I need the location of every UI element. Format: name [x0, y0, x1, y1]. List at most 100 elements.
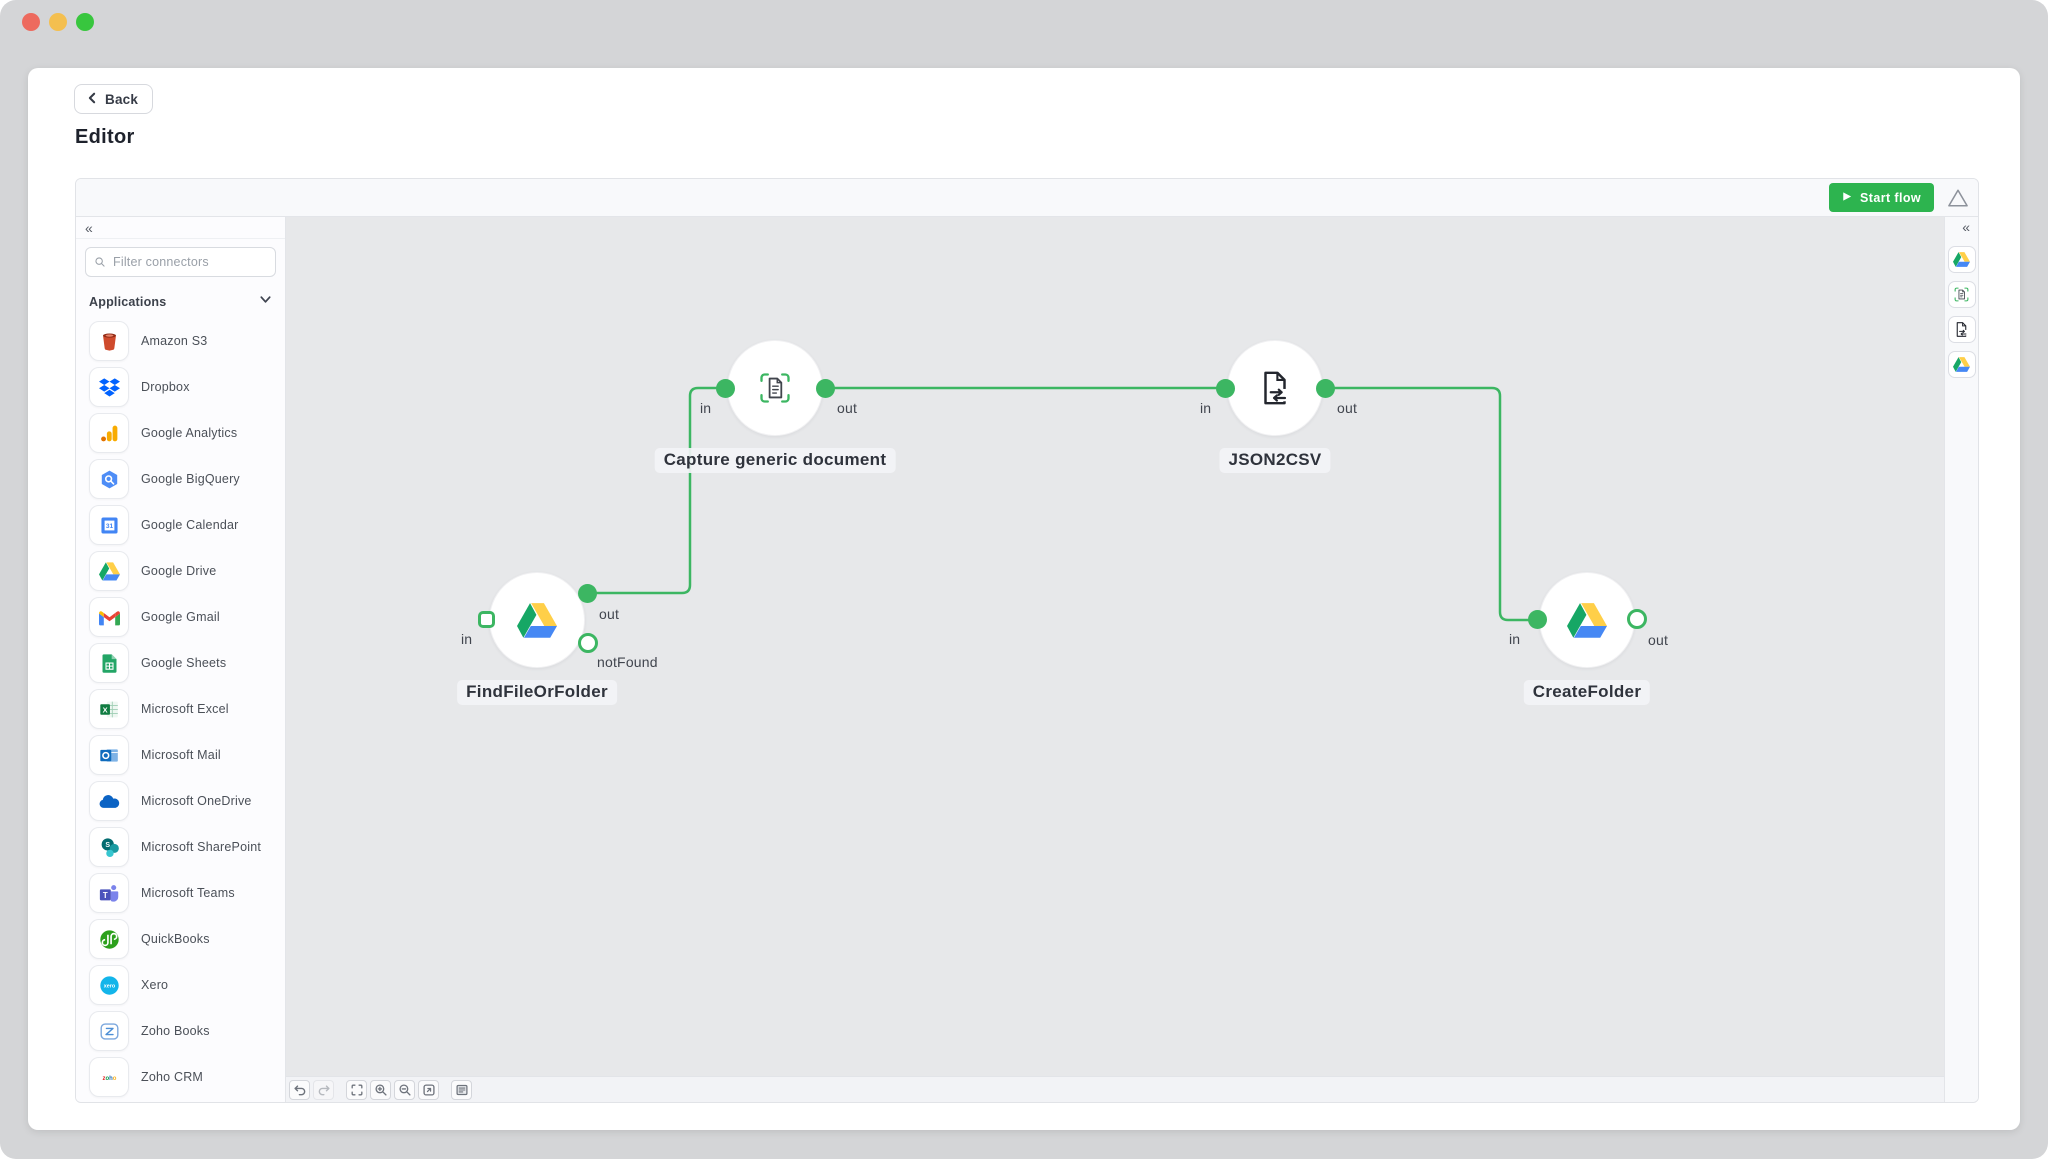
close-window-button[interactable] [22, 13, 40, 31]
collapse-right-icon: « [1962, 219, 1970, 235]
port-label-out: out [599, 606, 620, 622]
search-input[interactable] [85, 247, 276, 277]
google-bigquery-icon [99, 469, 120, 490]
zoom-in-icon [374, 1083, 388, 1097]
sidebar-item-label: Microsoft Teams [141, 886, 235, 900]
resize-button[interactable] [418, 1079, 439, 1100]
google-drive-icon [1567, 602, 1607, 638]
sidebar-item-microsoft-teams[interactable]: T Microsoft Teams [76, 870, 285, 916]
capture-document-icon [1953, 286, 1970, 303]
node-title: CreateFolder [1523, 680, 1651, 705]
sidebar-item-google-calendar[interactable]: 31 Google Calendar [76, 502, 285, 548]
sidebar-item-amazon-s3[interactable]: Amazon S3 [76, 318, 285, 364]
sidebar-item-google-gmail[interactable]: Google Gmail [76, 594, 285, 640]
sidebar-item-xero[interactable]: xero Xero [76, 962, 285, 1008]
google-drive-icon [1953, 251, 1970, 268]
node-title: FindFileOrFolder [457, 680, 617, 705]
minimize-window-button[interactable] [49, 13, 67, 31]
port-out[interactable] [1315, 378, 1335, 398]
port-in[interactable] [1527, 609, 1547, 629]
back-button[interactable]: Back [74, 84, 154, 114]
microsoft-teams-icon: T [99, 883, 120, 904]
minimap-icon [455, 1083, 469, 1097]
window-controls [22, 13, 94, 31]
page-title: Editor [75, 126, 135, 148]
json2csv-icon [1256, 369, 1294, 407]
sidebar-item-microsoft-onedrive[interactable]: Microsoft OneDrive [76, 778, 285, 824]
panel-connector-google-drive-button[interactable] [1947, 246, 1976, 273]
port-out[interactable] [815, 378, 835, 398]
port-label-in: in [1200, 400, 1212, 416]
amazon-s3-icon [99, 331, 120, 352]
undo-button[interactable] [289, 1079, 310, 1100]
sidebar-item-quickbooks[interactable]: QuickBooks [76, 916, 285, 962]
zoom-window-button[interactable] [76, 13, 94, 31]
zoom-out-button[interactable] [394, 1079, 415, 1100]
chevron-down-icon [259, 293, 272, 311]
sidebar-item-label: Zoho CRM [141, 1070, 204, 1084]
sidebar-item-label: Google Gmail [141, 610, 220, 624]
start-flow-label: Start flow [1860, 190, 1921, 205]
port-label-out: out [1337, 400, 1358, 416]
applications-section-header[interactable]: Applications [76, 283, 285, 318]
sidebar-item-label: Microsoft Mail [141, 748, 221, 762]
panel-connector-json2csv-button[interactable] [1947, 316, 1976, 343]
port-out[interactable] [577, 583, 597, 603]
sidebar-item-google-sheets[interactable]: Google Sheets [76, 640, 285, 686]
flow-edges [585, 386, 1539, 622]
node-circle[interactable] [1227, 340, 1323, 436]
redo-button[interactable] [313, 1079, 334, 1100]
sidebar-item-google-bigquery[interactable]: Google BigQuery [76, 456, 285, 502]
panel-connector-capture-document-button[interactable] [1947, 281, 1976, 308]
capture-document-icon [757, 370, 793, 406]
sidebar-item-microsoft-mail[interactable]: Microsoft Mail [76, 732, 285, 778]
editor-body: « Applications [76, 217, 1978, 1102]
back-button-label: Back [105, 91, 139, 107]
right-panel-collapse-button[interactable]: « [1945, 217, 1978, 238]
port-in[interactable] [715, 378, 735, 398]
start-flow-button[interactable]: Start flow [1829, 183, 1934, 212]
collapse-left-icon: « [85, 220, 93, 236]
port-in[interactable] [477, 610, 495, 628]
sidebar-item-zoho-crm[interactable]: zoho Zoho CRM [76, 1054, 285, 1100]
sidebar-item-label: Google Analytics [141, 426, 238, 440]
google-calendar-icon: 31 [99, 515, 120, 536]
sidebar-item-dropbox[interactable]: Dropbox [76, 364, 285, 410]
sidebar-item-label: Dropbox [141, 380, 190, 394]
microsoft-sharepoint-icon: S [99, 837, 120, 858]
node-circle[interactable] [727, 340, 823, 436]
microsoft-excel-icon: X [99, 699, 120, 720]
sidebar-item-zoho-books[interactable]: Zoho Books [76, 1008, 285, 1054]
fit-view-button[interactable] [346, 1079, 367, 1100]
node-circle[interactable] [489, 572, 585, 668]
port-notFound[interactable] [578, 633, 598, 653]
google-sheets-icon [99, 653, 120, 674]
google-drive-icon [98, 561, 120, 582]
alert-triangle-icon[interactable] [1946, 187, 1970, 209]
minimap-button[interactable] [451, 1079, 472, 1100]
node-circle[interactable] [1539, 572, 1635, 668]
connector-quick-panel: « [1944, 217, 1978, 1102]
svg-text:X: X [102, 705, 107, 714]
undo-icon [293, 1083, 307, 1097]
sidebar-item-google-drive[interactable]: Google Drive [76, 548, 285, 594]
sidebar-item-label: Xero [141, 978, 169, 992]
sidebar-item-microsoft-excel[interactable]: X Microsoft Excel [76, 686, 285, 732]
sidebar-collapse-button[interactable]: « [76, 217, 285, 239]
xero-icon: xero [99, 975, 120, 996]
sidebar-item-google-analytics[interactable]: Google Analytics [76, 410, 285, 456]
panel-connector-google-drive-button[interactable] [1947, 351, 1976, 378]
google-analytics-icon [99, 423, 120, 444]
port-out[interactable] [1627, 609, 1647, 629]
zoom-in-button[interactable] [370, 1079, 391, 1100]
applications-section-label: Applications [89, 295, 167, 309]
port-in[interactable] [1215, 378, 1235, 398]
node-title: Capture generic document [654, 448, 896, 473]
sidebar-item-microsoft-sharepoint[interactable]: S Microsoft SharePoint [76, 824, 285, 870]
